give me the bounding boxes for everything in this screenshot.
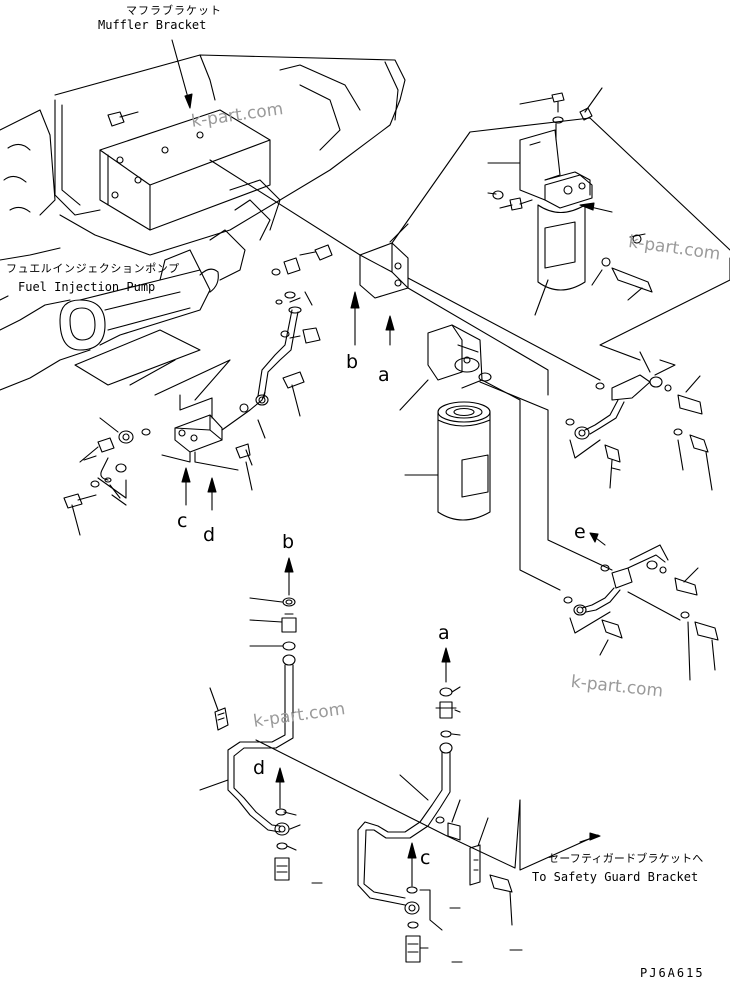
ref-d-upper: d <box>203 524 216 546</box>
upper-callout-leaders <box>487 87 643 316</box>
ref-a-lower: a <box>438 622 450 644</box>
fuel-injection-pump-drawing <box>59 199 271 351</box>
engine-block <box>0 54 406 391</box>
lower-right-pipe <box>357 686 599 963</box>
middle-fuel-filter <box>399 324 492 521</box>
upper-fuel-filter <box>492 92 653 293</box>
ref-b-upper: b <box>346 351 359 373</box>
right-fitting-lower <box>563 544 719 681</box>
muffler-bracket-label-jp: マフラブラケット <box>126 4 222 17</box>
guide-lines <box>74 117 730 591</box>
ref-b-lower: b <box>282 531 295 553</box>
safety-guard-label-en: To Safety Guard Bracket <box>532 870 699 884</box>
lower-left-pipe <box>199 597 521 884</box>
drawing-code: PJ6A615 <box>640 966 705 980</box>
safety-guard-label-jp: セーフティガードブラケットへ <box>548 852 704 865</box>
fuel-pump-label-en: Fuel Injection Pump <box>18 280 156 294</box>
muffler-bracket-label-en: Muffler Bracket <box>98 18 207 32</box>
port-block <box>359 223 409 299</box>
ref-a-upper: a <box>378 364 390 386</box>
leader-arrows[interactable] <box>171 39 613 887</box>
fuel-pump-label-jp: フュエルインジェクションポンプ <box>6 262 180 275</box>
ref-c-lower: c <box>420 847 431 869</box>
muffler-bracket-drawing <box>54 99 271 231</box>
ref-d-lower: d <box>253 757 266 779</box>
ref-c-upper: c <box>177 510 188 532</box>
ref-e: e <box>574 521 586 543</box>
left-block <box>63 244 333 536</box>
right-fitting-upper <box>565 351 713 491</box>
